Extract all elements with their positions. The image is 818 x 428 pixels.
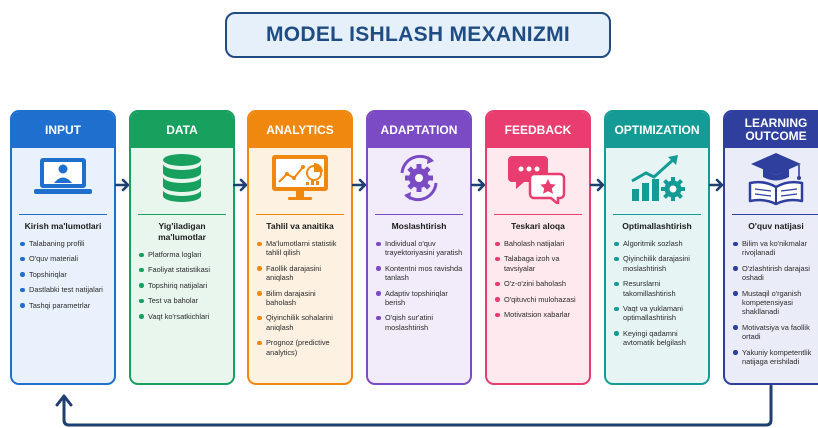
growth-gear-icon (606, 148, 708, 208)
list-item: Motivatsion xabarlar (495, 310, 585, 319)
column-header: LEARNING OUTCOME (725, 112, 818, 148)
column-subtitle: Moslashtirish (375, 214, 463, 232)
list-item: Qiyinchilik sohalarini aniqlash (257, 313, 347, 332)
list-item: Faollik darajasini aniqlash (257, 264, 347, 283)
list-item: Adaptiv topshiriqlar berish (376, 289, 466, 308)
column-subtitle: Kirish ma'lumotlari (19, 214, 107, 232)
column-header: INPUT (12, 112, 114, 148)
flow-arrow-icon (351, 178, 366, 192)
analytics-monitor-icon (249, 148, 351, 208)
list-item: Keyingi qadamni avtomatik belgilash (614, 329, 704, 348)
list-item: O'z-o'zini baholash (495, 279, 585, 288)
list-item: Mustaqil o'rganish kompetensiyasi shakll… (733, 289, 818, 317)
list-item: Topshiriq natijalari (139, 281, 229, 290)
list-item: Test va baholar (139, 296, 229, 305)
gear-cycle-icon (368, 148, 470, 208)
list-item: Topshiriqlar (20, 270, 110, 279)
flow-arrow-icon (708, 178, 723, 192)
column-header: DATA (131, 112, 233, 148)
column-header: ADAPTATION (368, 112, 470, 148)
list-item: Ma'lumotlarni statistik tahlil qilish (257, 239, 347, 258)
column-item-list: Individual o'quv trayektoriyasini yarati… (368, 239, 470, 332)
list-item: Individual o'quv trayektoriyasini yarati… (376, 239, 466, 258)
list-item: Dastlabki test natijalari (20, 285, 110, 294)
list-item: Vaqt ko'rsatkichlari (139, 312, 229, 321)
column-header: ANALYTICS (249, 112, 351, 148)
list-item: O'qish sur'atini moslashtirish (376, 313, 466, 332)
column-header: OPTIMIZATION (606, 112, 708, 148)
laptop-user-icon (12, 148, 114, 208)
list-item: Algoritmik sozlash (614, 239, 704, 248)
chat-bubbles-icon (487, 148, 589, 208)
list-item: Faoliyat statistikasi (139, 265, 229, 274)
list-item: O'qituvchi mulohazasi (495, 295, 585, 304)
flow-arrow-icon (233, 178, 248, 192)
flow-arrow-icon (589, 178, 604, 192)
list-item: Tashqi parametrlar (20, 301, 110, 310)
list-item: Talabaga izoh va tavsiyalar (495, 254, 585, 273)
list-item: Qiyinchilik darajasini moslashtirish (614, 254, 704, 273)
list-item: Kontentni mos ravishda tanlash (376, 264, 466, 283)
column-header: FEEDBACK (487, 112, 589, 148)
list-item: Baholash natijalari (495, 239, 585, 248)
list-item: Bilim darajasini baholash (257, 289, 347, 308)
column-subtitle: O'quv natijasi (732, 214, 818, 232)
flow-arrow-icon (114, 178, 129, 192)
list-item: Talabaning profili (20, 239, 110, 248)
list-item: O'quv materiali (20, 254, 110, 263)
graduation-book-icon (725, 148, 818, 208)
page-title: MODEL ISHLASH MEXANIZMI (225, 12, 611, 58)
list-item: O'zlashtirish darajasi oshadi (733, 264, 818, 283)
column-subtitle: Teskari aloqa (494, 214, 582, 232)
list-item: Bilim va ko'nikmalar rivojlanadi (733, 239, 818, 258)
list-item: Yakuniy kompetentlik natijaga erishiladi (733, 348, 818, 367)
list-item: Vaqt va yuklamani optimallashtirish (614, 304, 704, 323)
flow-arrow-icon (470, 178, 485, 192)
column-subtitle: Optimallashtirish (613, 214, 701, 232)
list-item: Resurslarni takomillashtirish (614, 279, 704, 298)
database-icon (131, 148, 233, 208)
list-item: Platforma loglari (139, 250, 229, 259)
list-item: Prognoz (predictive analytics) (257, 338, 347, 357)
list-item: Motivatsiya va faollik ortadi (733, 323, 818, 342)
column-subtitle: Yig'iladigan ma'lumotlar (138, 214, 226, 243)
column-subtitle: Tahlil va anaitika (256, 214, 344, 232)
